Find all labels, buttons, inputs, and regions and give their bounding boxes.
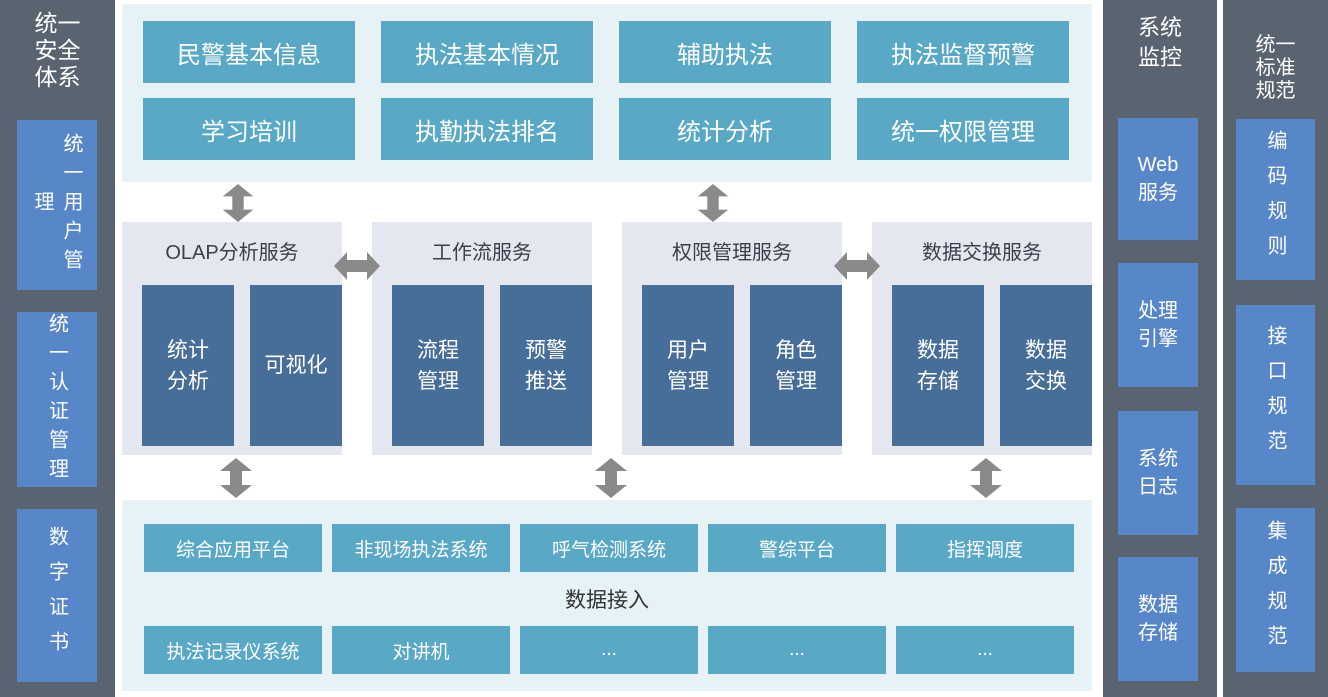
system-monitoring-title: 系统 监控 (1137, 15, 1182, 70)
main-area: 民警基本信息 执法基本情况 辅助执法 执法监督预警 学习培训 执勤执法排名 统计… (122, 0, 1092, 697)
monitor-box-data-storage: 数据 存储 (1118, 557, 1198, 681)
app-box-duty-ranking: 执勤执法排名 (381, 98, 593, 160)
box-digital-certificate: 数字证书 (17, 509, 97, 682)
monitor-box-process-engine: 处理 引擎 (1118, 263, 1198, 387)
source-box-ellipsis: ... (896, 626, 1074, 674)
service-box-stat-analysis: 统计 分析 (142, 285, 234, 446)
service-box-process-mgmt: 流程 管理 (392, 285, 484, 446)
standards-box-coding-rules: 编码规则 (1236, 119, 1315, 280)
source-box-integrated-platform: 综合应用平台 (144, 524, 322, 572)
application-layer: 民警基本信息 执法基本情况 辅助执法 执法监督预警 学习培训 执勤执法排名 统计… (122, 4, 1092, 182)
source-box-breath-test-system: 呼气检测系统 (520, 524, 698, 572)
service-box-role-mgmt: 角色 管理 (750, 285, 842, 446)
app-box-unified-permission: 统一权限管理 (857, 98, 1069, 160)
system-monitoring-panel: 系统 监控 Web 服务 处理 引擎 系统 日志 数据 存储 (1103, 0, 1217, 697)
source-box-walkie-talkie: 对讲机 (332, 626, 510, 674)
app-box-supervision-warning: 执法监督预警 (857, 21, 1069, 83)
service-panel-title: 工作流服务 (432, 242, 532, 264)
horizontal-double-arrow (334, 250, 380, 282)
service-panel-workflow: 工作流服务 流程 管理 预警 推送 (372, 222, 592, 455)
app-box-statistical-analysis: 统计分析 (619, 98, 831, 160)
monitor-box-web-service: Web 服务 (1118, 118, 1198, 240)
app-box-police-basic-info: 民警基本信息 (143, 21, 355, 83)
monitor-box-system-log: 系统 日志 (1118, 411, 1198, 535)
vertical-double-arrow (968, 458, 1004, 498)
security-system-panel: 统一 安全 体系 统一用户管理 统一认证管理 数字证书 (0, 0, 115, 697)
standards-panel: 统一 标准 规范 编码规则 接口规范 集成规范 (1223, 0, 1328, 697)
vertical-double-arrow (695, 184, 731, 222)
app-box-learning-training: 学习培训 (143, 98, 355, 160)
source-box-command-dispatch: 指挥调度 (896, 524, 1074, 572)
vertical-double-arrow (593, 458, 629, 498)
service-panel-permission: 权限管理服务 用户 管理 角色 管理 (622, 222, 842, 455)
service-box-data-storage: 数据 存储 (892, 285, 984, 446)
service-panel-data-exchange: 数据交换服务 数据 存储 数据 交换 (872, 222, 1092, 455)
standards-box-interface-spec: 接口规范 (1236, 305, 1315, 485)
vertical-double-arrow (218, 458, 254, 498)
vertical-double-arrow (220, 184, 256, 222)
source-box-offsite-enforcement: 非现场执法系统 (332, 524, 510, 572)
horizontal-double-arrow (834, 250, 880, 282)
standards-title: 统一 标准 规范 (1255, 34, 1296, 102)
app-box-assisted-enforcement: 辅助执法 (619, 21, 831, 83)
service-box-data-exchange: 数据 交换 (1000, 285, 1092, 446)
service-box-user-mgmt: 用户 管理 (642, 285, 734, 446)
data-access-label: 数据接入 (565, 589, 649, 612)
service-panel-title: 数据交换服务 (922, 242, 1042, 264)
box-unified-auth-mgmt: 统一认证管理 (17, 312, 97, 487)
source-box-ellipsis: ... (708, 626, 886, 674)
service-box-warning-push: 预警 推送 (500, 285, 592, 446)
service-panel-title: 权限管理服务 (672, 242, 792, 264)
source-box-ellipsis: ... (520, 626, 698, 674)
source-box-body-camera-system: 执法记录仪系统 (144, 626, 322, 674)
service-panel-title: OLAP分析服务 (165, 242, 299, 264)
standards-box-integration-spec: 集成规范 (1236, 508, 1315, 672)
source-box-police-platform: 警综平台 (708, 524, 886, 572)
app-box-enforcement-basic: 执法基本情况 (381, 21, 593, 83)
data-access-layer: 综合应用平台 非现场执法系统 呼气检测系统 警综平台 指挥调度 数据接入 执法记… (122, 500, 1092, 691)
service-box-visualization: 可视化 (250, 285, 342, 446)
service-panel-olap: OLAP分析服务 统计 分析 可视化 (122, 222, 342, 455)
box-unified-user-mgmt: 统一用户管理 (17, 120, 97, 290)
security-system-title: 统一 安全 体系 (34, 10, 81, 90)
